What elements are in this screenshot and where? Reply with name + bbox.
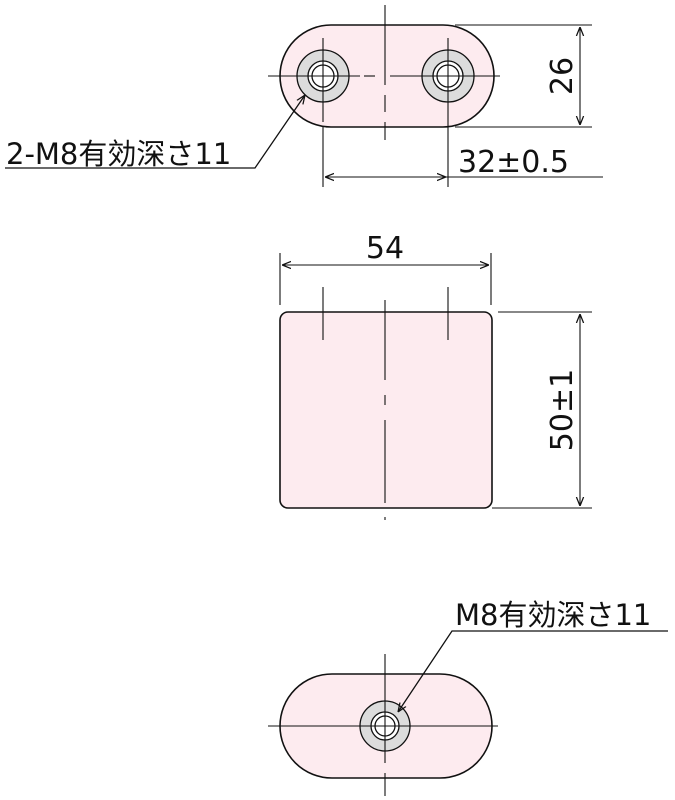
dimension-26-label: 26	[545, 57, 580, 95]
dimension-50-label: 50±1	[545, 369, 580, 451]
dimension-54	[279, 253, 492, 305]
top-callout-label: 2-M8有効深さ11	[6, 137, 231, 171]
bottom-callout-label: M8有効深さ11	[455, 598, 651, 632]
dimension-50	[492, 311, 592, 509]
dimension-32-label: 32±0.5	[458, 145, 569, 180]
side-view: 54 50±1	[279, 231, 592, 520]
top-view: 26 32±0.5 2-M8有効深さ11	[5, 5, 603, 187]
dimension-54-label: 54	[366, 231, 404, 266]
bottom-callout-leader	[398, 630, 668, 712]
bottom-view: M8有効深さ11	[268, 598, 668, 796]
dimension-32	[322, 122, 603, 187]
top-view-centerlines	[268, 5, 500, 140]
side-view-body	[279, 311, 493, 509]
bottom-view-centerlines	[268, 654, 498, 796]
side-view-centerlines	[322, 287, 449, 520]
top-callout-leader	[5, 95, 305, 169]
dimension-26	[455, 24, 592, 128]
